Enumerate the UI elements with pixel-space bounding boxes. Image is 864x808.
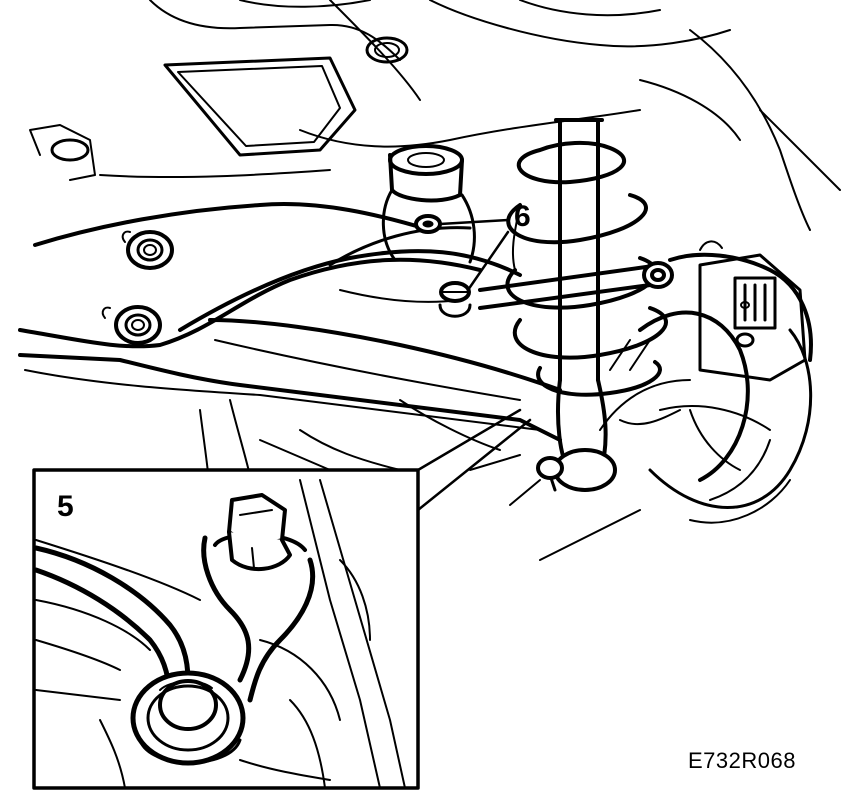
vehicle-underbody	[29, 0, 841, 231]
lower-linkage	[259, 399, 521, 471]
stabilizer-link	[478, 261, 674, 310]
callout-label-6: 6	[514, 200, 531, 233]
coil-spring	[505, 140, 668, 397]
control-arm	[178, 226, 562, 401]
detail-inset	[32, 408, 532, 790]
shock-absorber	[509, 118, 617, 506]
figure-code-label: E732R068	[688, 748, 796, 773]
wheel-hub-assembly	[539, 240, 813, 561]
callout-6-leaders	[438, 218, 510, 292]
upper-mount	[381, 144, 476, 318]
callout-label-5: 5	[57, 490, 74, 523]
